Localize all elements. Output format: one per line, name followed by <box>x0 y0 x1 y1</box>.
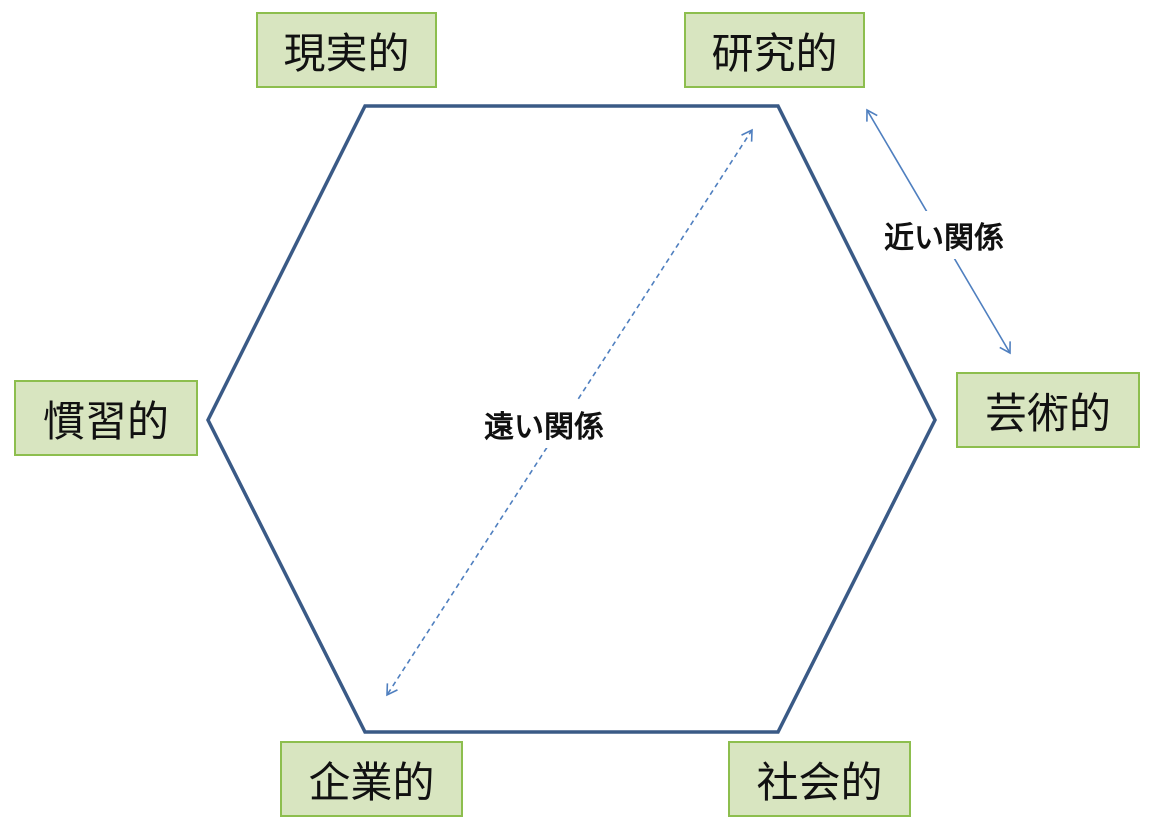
vertex-social: 社会的 <box>728 741 911 817</box>
vertex-realistic-label: 現実的 <box>283 28 410 78</box>
vertex-enterprising: 企業的 <box>280 741 463 817</box>
vertex-conventional-label: 慣習的 <box>42 396 169 446</box>
vertex-artistic: 芸術的 <box>956 372 1140 448</box>
near-relation-label: 近い関係 <box>880 211 1008 259</box>
vertex-realistic: 現実的 <box>256 12 437 88</box>
vertex-social-label: 社会的 <box>756 757 883 807</box>
vertex-artistic-label: 芸術的 <box>984 388 1111 438</box>
vertex-research: 研究的 <box>684 12 865 88</box>
vertex-conventional: 慣習的 <box>14 380 198 456</box>
vertex-enterprising-label: 企業的 <box>308 757 435 807</box>
far-relation-label: 遠い関係 <box>480 400 608 448</box>
hexagon-outline <box>206 104 937 734</box>
vertex-research-label: 研究的 <box>711 28 838 78</box>
